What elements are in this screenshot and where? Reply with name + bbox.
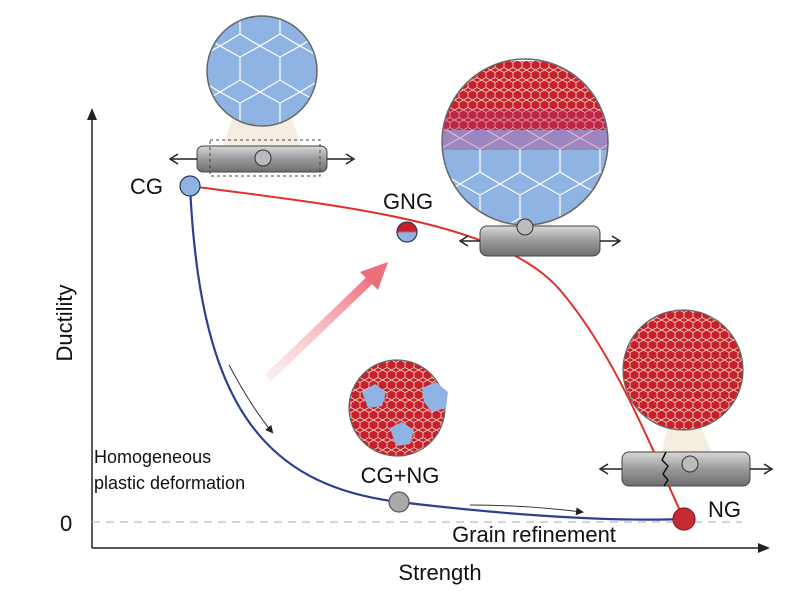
x-axis-arrow-icon bbox=[758, 543, 770, 553]
improvement-arrow-head-icon bbox=[360, 262, 388, 290]
cg-point bbox=[179, 175, 201, 197]
gng-point bbox=[396, 221, 418, 243]
homogeneous-curve bbox=[188, 185, 685, 521]
gng-label: GNG bbox=[383, 189, 433, 214]
cgng-label: CG+NG bbox=[361, 463, 440, 488]
ng-point bbox=[672, 507, 696, 531]
gng-microstructure bbox=[441, 58, 622, 257]
axes: 0 Strength Ductility bbox=[52, 108, 770, 585]
deformation-arrow bbox=[228, 364, 274, 434]
improvement-arrow bbox=[264, 274, 376, 382]
cg-label: CG bbox=[130, 174, 163, 199]
y-axis-arrow-icon bbox=[87, 108, 97, 120]
cgng-point bbox=[388, 491, 410, 513]
homogeneous-label-line1: Homogeneous bbox=[94, 447, 211, 467]
y-axis-label: Ductility bbox=[52, 284, 77, 361]
homogeneous-label-line2: plastic deformation bbox=[94, 473, 245, 493]
gradient-curve bbox=[189, 185, 685, 520]
ng-microstructure bbox=[598, 309, 774, 487]
cgng-microstructure bbox=[348, 359, 448, 457]
ng-label: NG bbox=[708, 497, 741, 522]
grain-refinement-label: Grain refinement bbox=[452, 522, 616, 547]
cg-microstructure bbox=[168, 15, 356, 177]
refinement-arrow bbox=[469, 504, 584, 516]
x-axis-label: Strength bbox=[398, 560, 481, 585]
zero-label: 0 bbox=[60, 511, 72, 536]
